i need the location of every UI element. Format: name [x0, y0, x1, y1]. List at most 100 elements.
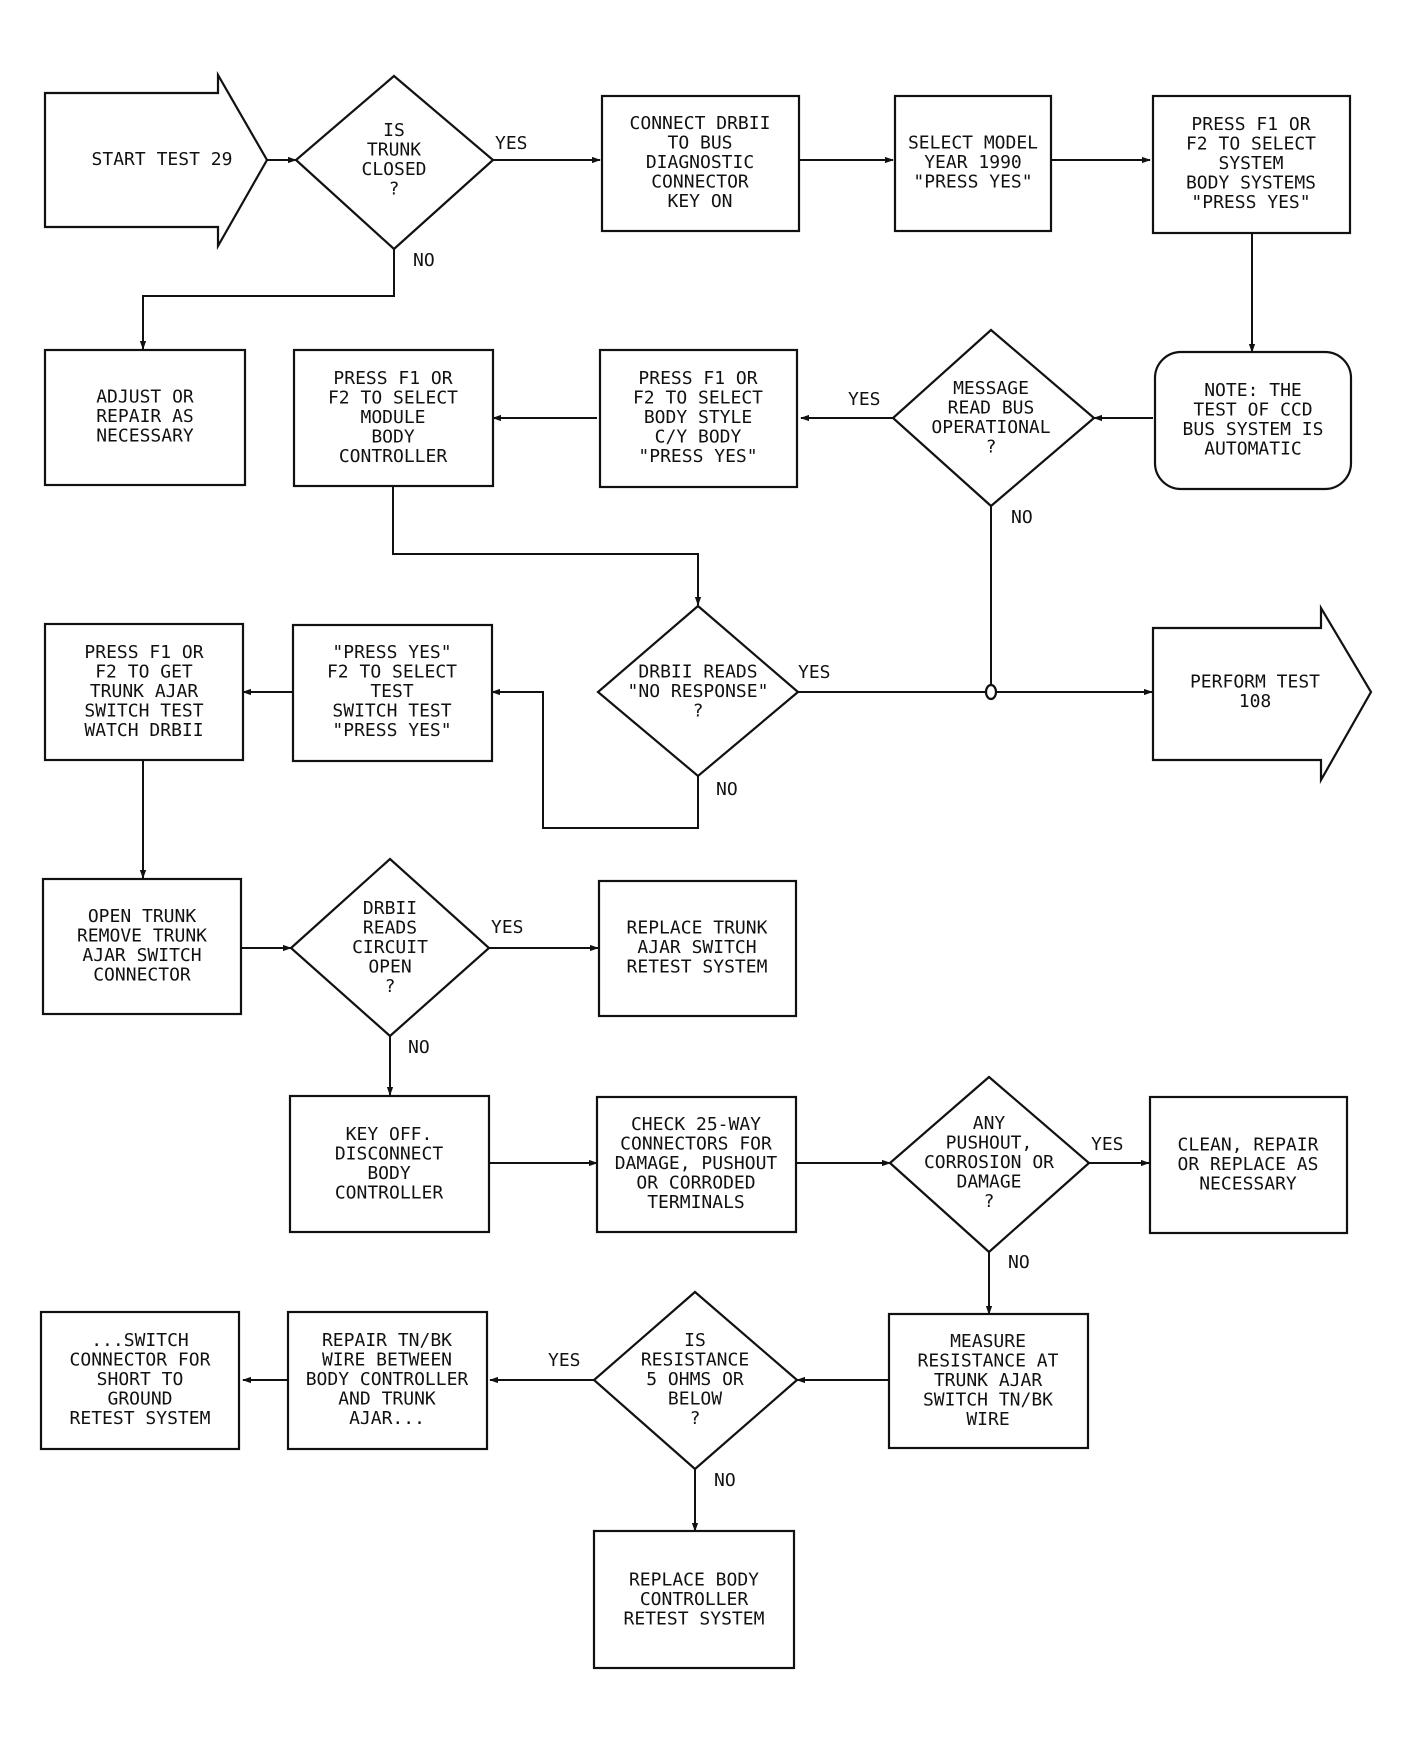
- press-f1-get-text-line: PRESS F1 OR: [84, 642, 203, 663]
- perform-108-text-line: 108: [1239, 691, 1272, 712]
- connect-drb-text-line: DIAGNOSTIC: [646, 152, 754, 173]
- repair-tnbk-text-line: WIRE BETWEEN: [322, 1350, 452, 1371]
- replace-body-box: [592, 1529, 796, 1670]
- press-yes-test-text-line: SWITCH TEST: [332, 701, 451, 722]
- switch-connector-text-line: CONNECTOR FOR: [70, 1350, 211, 1371]
- open-trunk-text-line: OPEN TRUNK: [88, 906, 197, 927]
- circuit-open-diamond: [289, 857, 491, 1038]
- connect-drb-text-line: CONNECTOR: [651, 172, 749, 193]
- press-yes-test-box: [291, 623, 494, 763]
- press-yes-test-text-line: "PRESS YES": [332, 720, 451, 741]
- measure-resistance-text-line: WIRE: [966, 1409, 1009, 1430]
- no-response-text-line: "NO RESPONSE": [628, 681, 769, 702]
- start-arrow: [43, 70, 269, 251]
- open-trunk-text-line: REMOVE TRUNK: [77, 925, 207, 946]
- is-resistance-text-line: 5 OHMS OR: [646, 1369, 744, 1390]
- clean-repair-text-line: OR REPLACE AS: [1178, 1154, 1319, 1175]
- press-f1-system-text-line: "PRESS YES": [1191, 192, 1310, 213]
- any-pushout-text-line: PUSHOUT,: [946, 1133, 1033, 1154]
- label-any-no: NO: [1008, 1252, 1030, 1273]
- check-25way-text-line: CONNECTORS FOR: [620, 1134, 772, 1155]
- connect-drb-box: [600, 94, 801, 233]
- key-off-box: [288, 1094, 491, 1234]
- is-resistance-text-line: IS: [684, 1330, 706, 1351]
- switch-connector-text-line: SHORT TO: [97, 1369, 184, 1390]
- adjust-repair-box: [43, 348, 247, 487]
- connect-drb-text-line: CONNECT DRBII: [630, 113, 771, 134]
- replace-switch-text-line: RETEST SYSTEM: [627, 957, 768, 978]
- press-f1-style-text-line: PRESS F1 OR: [638, 368, 757, 389]
- label-resistance-no: NO: [714, 1470, 736, 1491]
- replace-body-text-line: CONTROLLER: [640, 1589, 749, 1610]
- check-25way-text-line: DAMAGE, PUSHOUT: [615, 1153, 778, 1174]
- edge-module-to-no-response: [392, 486, 702, 606]
- key-off-text-line: BODY: [367, 1163, 411, 1184]
- measure-resistance-text-line: TRUNK AJAR: [934, 1370, 1043, 1391]
- replace-switch-box: [597, 879, 798, 1018]
- note-ccd-box: [1153, 350, 1353, 491]
- replace-body-text-line: REPLACE BODY: [629, 1570, 759, 1591]
- circuit-open-text-line: ?: [385, 976, 396, 997]
- any-pushout-text-line: ANY: [973, 1113, 1006, 1134]
- circuit-open-text-line: READS: [363, 918, 417, 939]
- press-yes-test-text-line: TEST: [370, 681, 414, 702]
- any-pushout-diamond: [888, 1075, 1091, 1254]
- label-trunk-closed-no: NO: [413, 250, 435, 271]
- check-25way-text-line: CHECK 25-WAY: [631, 1114, 761, 1135]
- message-read-text-line: MESSAGE: [953, 378, 1029, 399]
- no-response-text-line: ?: [693, 701, 704, 722]
- press-f1-module-box: [292, 348, 495, 488]
- switch-connector-box: [39, 1310, 241, 1451]
- press-f1-module-text-line: PRESS F1 OR: [333, 368, 452, 389]
- press-f1-system-text-line: SYSTEM: [1218, 153, 1283, 174]
- press-f1-module-text-line: F2 TO SELECT: [328, 388, 458, 409]
- adjust-repair-text-line: NECESSARY: [96, 426, 194, 447]
- press-f1-module-text-line: CONTROLLER: [339, 446, 448, 467]
- press-f1-style-text-line: C/Y BODY: [655, 427, 742, 448]
- start-text-line: START TEST 29: [92, 149, 233, 170]
- press-f1-system-text-line: PRESS F1 OR: [1191, 114, 1310, 135]
- connect-drb-text-line: KEY ON: [667, 191, 732, 212]
- select-model-text-line: YEAR 1990: [924, 152, 1022, 173]
- adjust-repair-text-line: ADJUST OR: [96, 387, 194, 408]
- is-resistance-diamond: [592, 1290, 799, 1471]
- press-yes-test-text-line: F2 TO SELECT: [327, 662, 457, 683]
- trunk-closed-text-line: CLOSED: [361, 159, 426, 180]
- repair-tnbk-text-line: BODY CONTROLLER: [306, 1369, 469, 1390]
- note-ccd-text-line: TEST OF CCD: [1193, 399, 1312, 420]
- select-model-text-line: SELECT MODEL: [908, 133, 1038, 154]
- press-f1-style-text-line: BODY STYLE: [644, 407, 752, 428]
- select-model-box: [893, 94, 1053, 233]
- is-resistance-text-line: ?: [690, 1408, 701, 1429]
- clean-repair-box: [1148, 1095, 1349, 1235]
- press-f1-system-text-line: F2 TO SELECT: [1186, 134, 1316, 155]
- shapes: [39, 70, 1373, 1670]
- press-f1-system-text-line: BODY SYSTEMS: [1186, 173, 1316, 194]
- replace-body-text-line: RETEST SYSTEM: [624, 1609, 765, 1630]
- label-circuit-yes: YES: [491, 917, 524, 938]
- press-f1-module-text-line: MODULE: [360, 407, 425, 428]
- switch-connector-text-line: ...SWITCH: [91, 1330, 189, 1351]
- any-pushout-text-line: DAMAGE: [956, 1172, 1021, 1193]
- switch-connector-text-line: RETEST SYSTEM: [70, 1408, 211, 1429]
- measure-resistance-text-line: RESISTANCE AT: [918, 1351, 1059, 1372]
- message-read-text-line: ?: [986, 436, 997, 457]
- connect-drb-text-line: TO BUS: [667, 133, 732, 154]
- press-f1-style-text-line: "PRESS YES": [638, 446, 757, 467]
- select-model-text-line: "PRESS YES": [913, 172, 1032, 193]
- label-resistance-yes: YES: [548, 1350, 581, 1371]
- press-f1-style-box: [598, 348, 799, 489]
- repair-tnbk-box: [286, 1310, 489, 1451]
- adjust-repair-text-line: REPAIR AS: [96, 406, 194, 427]
- trunk-closed-diamond: [294, 74, 495, 251]
- check-25way-text-line: OR CORRODED: [636, 1173, 755, 1194]
- perform-108-arrow: [1151, 604, 1373, 785]
- replace-switch-text-line: AJAR SWITCH: [637, 937, 756, 958]
- circuit-open-text-line: CIRCUIT: [352, 937, 428, 958]
- press-f1-get-text-line: WATCH DRBII: [84, 720, 203, 741]
- open-trunk-text-line: AJAR SWITCH: [82, 945, 201, 966]
- press-f1-style-text-line: F2 TO SELECT: [633, 388, 763, 409]
- connectors: [139, 156, 1256, 1532]
